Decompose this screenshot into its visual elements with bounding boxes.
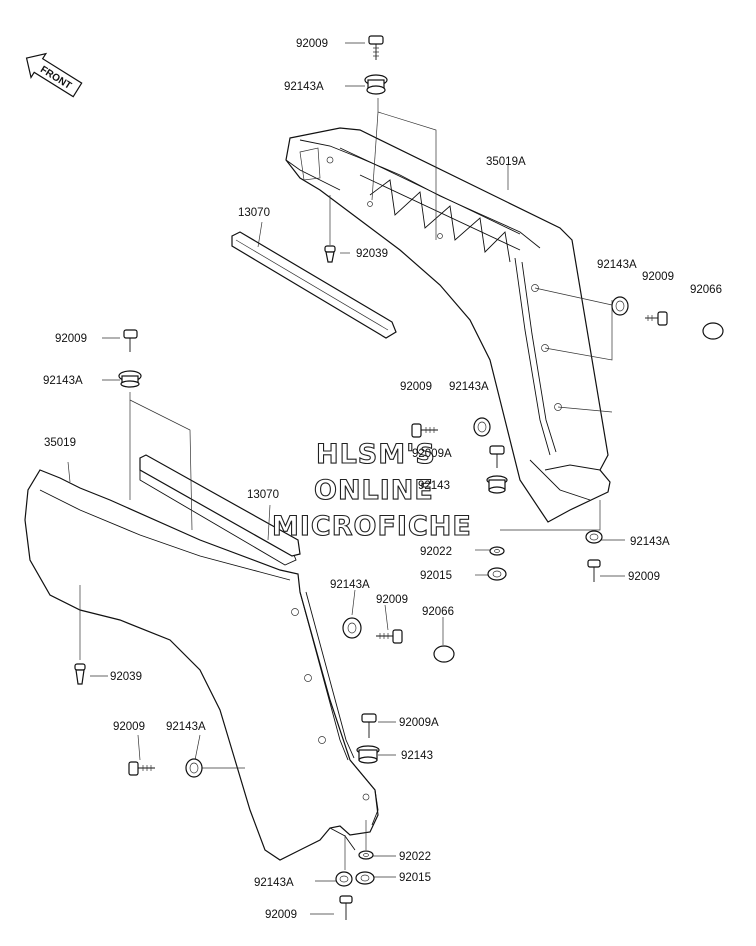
callout-label: 92143A — [330, 579, 370, 591]
upper-rail-13070 — [231, 231, 397, 339]
front-arrow-icon — [25, 52, 83, 98]
grommet-icon — [611, 296, 629, 316]
callout-label: 92143A — [449, 381, 489, 393]
watermark: HLSM'S ONLINE MICROFICHE — [271, 438, 472, 542]
bolt-icon — [128, 761, 155, 776]
callout-label: 92143A — [43, 375, 83, 387]
callout-label: 92066 — [422, 606, 454, 618]
callout-label: 92009 — [400, 381, 432, 393]
callout-label: 92143A — [254, 877, 294, 889]
callout-label: 92143 — [401, 750, 433, 762]
callout-label: 13070 — [238, 207, 270, 219]
cap-icon — [702, 322, 724, 340]
hardware — [74, 35, 724, 920]
callout-label: 92066 — [690, 284, 722, 296]
nut-icon — [487, 567, 507, 581]
bolt-icon — [489, 445, 505, 468]
clip-icon — [74, 663, 86, 685]
bolt-icon — [376, 629, 403, 644]
bolt-icon — [361, 713, 377, 738]
nut-icon — [355, 871, 375, 885]
grommet-icon — [335, 871, 353, 887]
bolt-icon — [411, 423, 438, 438]
bolt-icon — [123, 329, 138, 352]
callout-label: 92009 — [642, 271, 674, 283]
callout-label: 92039 — [356, 248, 388, 260]
washer-icon — [489, 546, 505, 556]
bolt-icon — [587, 559, 601, 582]
callout-label: 92039 — [110, 671, 142, 683]
rear-cover-35019a — [285, 127, 611, 523]
callout-label: 92143A — [166, 721, 206, 733]
grommet-icon — [185, 758, 203, 778]
front-direction-badge: FRONT — [25, 52, 83, 98]
watermark-line-1: HLSM'S — [316, 439, 436, 470]
callout-label: 92143A — [284, 81, 324, 93]
callout-label: 92022 — [399, 851, 431, 863]
grommet-icon — [585, 530, 603, 544]
callout-label: 92009 — [296, 38, 328, 50]
grommet-icon — [473, 417, 491, 437]
grommet-icon — [486, 475, 508, 494]
lower-rail-13070 — [139, 454, 301, 557]
callout-label: 92009 — [628, 571, 660, 583]
bolt-icon — [339, 895, 353, 920]
grommet-icon — [356, 745, 380, 764]
watermark-line-3: MICROFICHE — [272, 511, 472, 542]
callout-label: 92009 — [265, 909, 297, 921]
grommet-icon — [364, 74, 388, 95]
cap-icon — [433, 645, 455, 663]
watermark-line-2: ONLINE — [314, 475, 434, 506]
callout-label: 92143 — [418, 480, 450, 492]
callout-label: 92009 — [113, 721, 145, 733]
callouts: 92009 92143A 35019A 13070 92039 92143A 9… — [43, 38, 722, 921]
callout-label: 92143A — [597, 259, 637, 271]
callout-label: 92015 — [420, 570, 452, 582]
bolt-icon — [645, 311, 668, 326]
callout-label: 13070 — [247, 489, 279, 501]
callout-label: 92143A — [630, 536, 670, 548]
callout-label: 92022 — [420, 546, 452, 558]
washer-icon — [358, 850, 374, 860]
clip-icon — [324, 245, 336, 263]
callout-label: 35019A — [486, 156, 526, 168]
grommet-icon — [342, 617, 362, 639]
callout-label: 92009A — [399, 717, 439, 729]
front-cover-35019 — [24, 459, 379, 861]
callout-label: 92009 — [55, 333, 87, 345]
bolt-icon — [368, 35, 384, 60]
grommet-icon — [118, 370, 142, 388]
leader-lines — [67, 42, 625, 915]
callout-label: 92009 — [376, 594, 408, 606]
callout-label: 92015 — [399, 872, 431, 884]
callout-label: 35019 — [44, 437, 76, 449]
callout-label: 92009A — [412, 448, 452, 460]
